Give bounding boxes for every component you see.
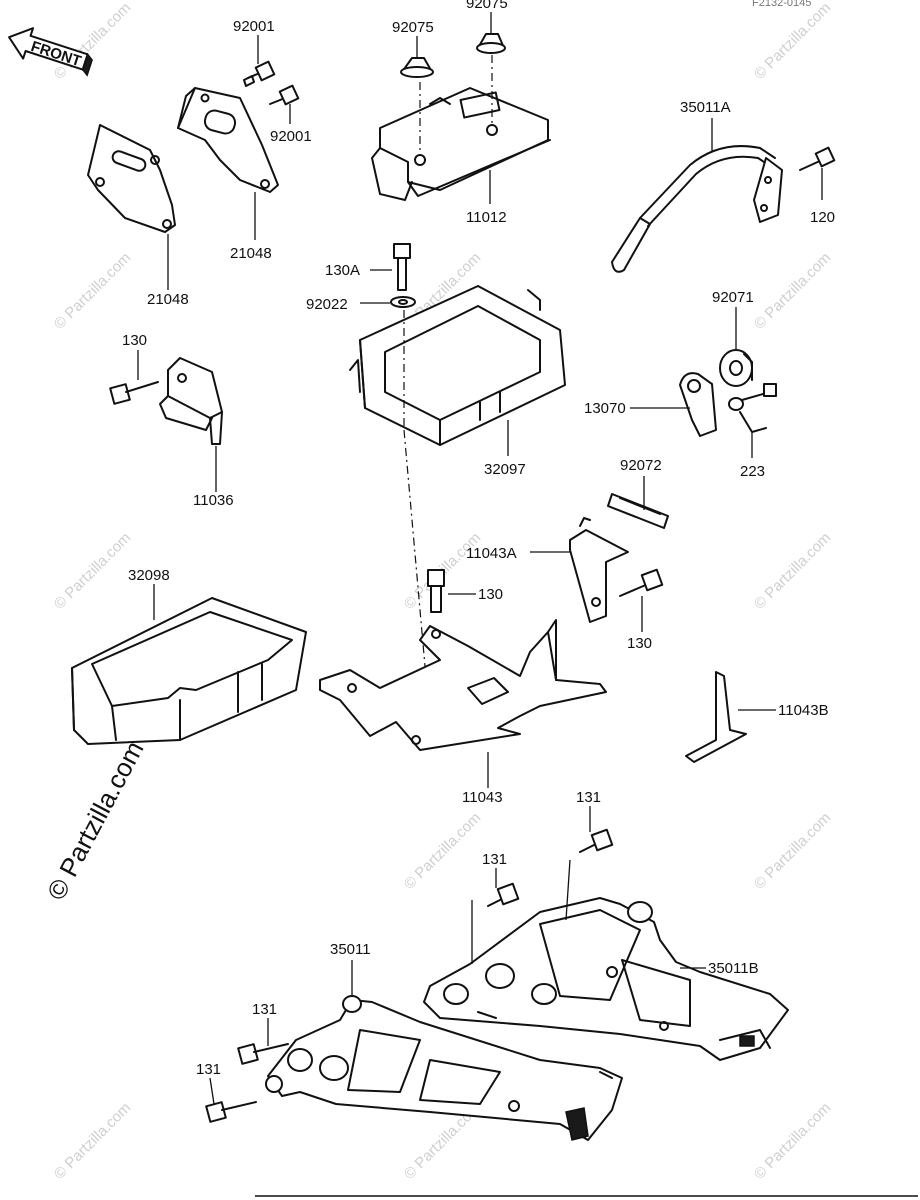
label-131: 131: [196, 1061, 221, 1078]
label-130: 130: [122, 332, 147, 349]
label-120: 120: [810, 209, 835, 226]
bracket-11043B: [685, 671, 776, 763]
label-92001: 92001: [233, 18, 275, 35]
footrest-bracket-35011B: [423, 859, 789, 1061]
watermark: © Partzilla.com: [51, 0, 134, 83]
watermark: © Partzilla.com: [751, 249, 834, 332]
watermark: © Partzilla.com: [401, 809, 484, 892]
bolt-131-b: [487, 868, 520, 907]
label-92001: 92001: [270, 128, 312, 145]
bolt-223: [728, 383, 777, 458]
rod-35011A: [611, 118, 783, 273]
bolt-130-left: [109, 350, 159, 405]
label-131: 131: [252, 1001, 277, 1018]
label-35011A: 35011A: [680, 99, 731, 116]
bolt-120: [799, 146, 836, 200]
grommet-92075-b: [476, 12, 506, 54]
label-92071: 92071: [712, 289, 754, 306]
reference-code: F2132-0145: [752, 0, 811, 9]
bracket-11043A: [530, 517, 629, 623]
label-131: 131: [576, 789, 601, 806]
strap-92072: [607, 476, 669, 529]
label-11036: 11036: [193, 492, 234, 509]
label-130: 130: [627, 635, 652, 652]
footrest-bracket-35011: [265, 960, 623, 1141]
label-92072: 92072: [620, 457, 662, 474]
label-35011: 35011: [330, 941, 371, 958]
label-21048: 21048: [147, 291, 189, 308]
label-32098: 32098: [128, 567, 170, 584]
bolt-131-a: [579, 806, 614, 853]
label-131: 131: [482, 851, 507, 868]
watermark: © Partzilla.com: [751, 1099, 834, 1182]
battery-tray-32097: [349, 285, 566, 746]
copyright-text: © Partzilla.com: [41, 736, 150, 905]
label-11012: 11012: [466, 209, 507, 226]
bolt-92001-a: [243, 35, 276, 87]
label-13070: 13070: [584, 400, 626, 417]
bracket-13070: [630, 372, 717, 437]
watermark: © Partzilla.com: [751, 809, 834, 892]
label-223: 223: [740, 463, 765, 480]
bracket-21048-bent: [177, 87, 279, 240]
bracket-11036: [159, 357, 223, 492]
label-21048: 21048: [230, 245, 272, 262]
label-11043B: 11043B: [778, 702, 829, 719]
label-130A: 130A: [325, 262, 360, 279]
label-92075: 92075: [466, 0, 508, 12]
bolt-92001-b: [269, 84, 300, 124]
watermark: © Partzilla.com: [751, 529, 834, 612]
label-11043: 11043: [462, 789, 503, 806]
bolt-130A: [370, 243, 411, 291]
bracket-plate-21048-left: [87, 124, 176, 290]
label-32097: 32097: [484, 461, 526, 478]
grommet-92075-a: [400, 36, 434, 78]
label-130: 130: [478, 586, 503, 603]
label-92022: 92022: [306, 296, 348, 313]
washer-92022: [360, 296, 416, 308]
watermark: © Partzilla.com: [51, 1099, 134, 1182]
bolt-131-d: [205, 1077, 257, 1123]
bolt-130-right: [619, 568, 664, 632]
watermark: © Partzilla.com: [51, 249, 134, 332]
damper-92071: [719, 307, 753, 387]
battery-tray-32098: [71, 584, 307, 745]
watermark: © Partzilla.com: [51, 529, 134, 612]
label-92075: 92075: [392, 19, 434, 36]
plate-11012: [371, 55, 551, 204]
bracket-11043: [319, 619, 607, 788]
label-35011B: 35011B: [708, 960, 759, 977]
label-11043A: 11043A: [466, 545, 517, 562]
watermark: © Partzilla.com: [751, 0, 834, 83]
bolt-131-c: [237, 1018, 289, 1065]
bolt-130-middle: [427, 569, 476, 613]
part-labels: 92001 92001 92075 92075 21048 21048 1101…: [122, 0, 835, 1078]
